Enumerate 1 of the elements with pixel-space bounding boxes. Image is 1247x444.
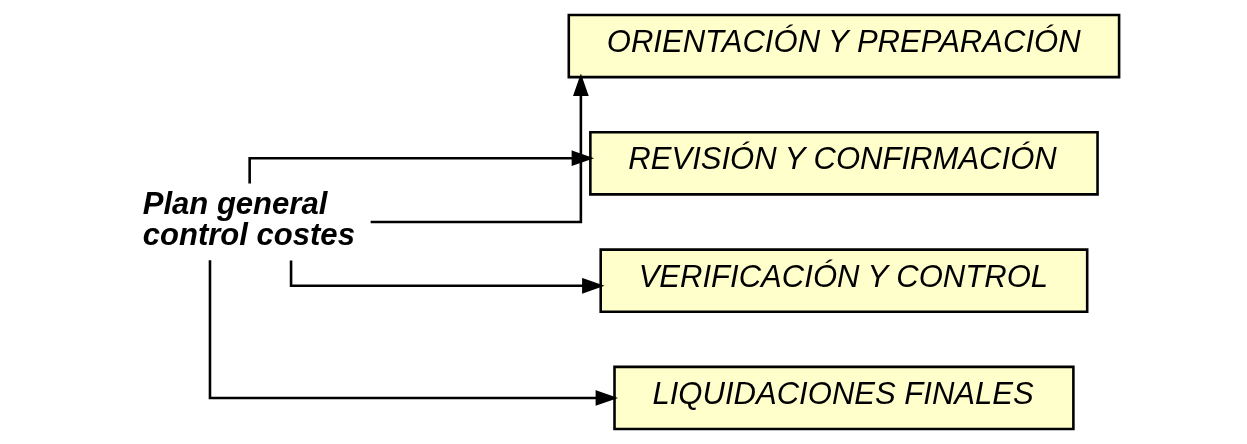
node-text: Plan general control costes [142,186,355,253]
